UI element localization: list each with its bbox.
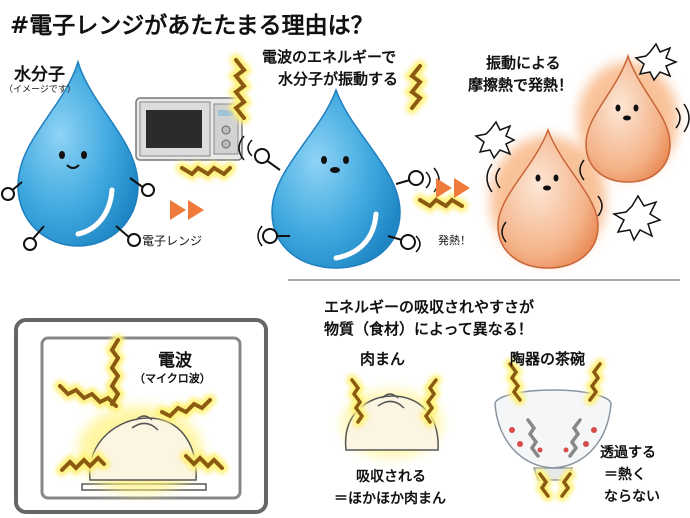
meat-bun-label: 肉まん <box>360 350 406 368</box>
microwave-waves <box>54 334 228 477</box>
ceramic-result1: 透過する <box>600 445 656 461</box>
arrow-icon <box>436 178 470 198</box>
vibration-caption-line2: 水分子が振動する <box>278 70 399 88</box>
meat-bun-illustration <box>342 390 442 458</box>
transmitted-waves <box>504 358 606 502</box>
meat-bun-result1: 吸収される <box>356 469 426 485</box>
image-note: （イメージです） <box>4 85 76 95</box>
page-title: #電子レンジがあたたまる理由は？ <box>10 13 374 39</box>
vibrating-water-molecule <box>238 87 440 269</box>
heated-water-molecules <box>486 53 690 269</box>
ceramic-result2: ＝熱く <box>604 467 646 483</box>
arrow-icon <box>170 200 204 220</box>
wave-subtitle: （マイクロ波） <box>134 372 211 385</box>
burst-icon <box>474 42 679 242</box>
absorption-line2: 物質（食材）によって異なる！ <box>324 320 533 338</box>
microwave-energy-waves <box>176 54 468 214</box>
microwave-oven <box>135 97 243 161</box>
vibration-caption-line1: 電波のエネルギーで <box>262 48 397 66</box>
water-molecule-drop <box>1 59 155 251</box>
oven-interior-panel <box>14 318 268 514</box>
heat-caption-line1: 振動による <box>486 54 561 72</box>
meat-bun-result2: ＝ほかほか肉まん <box>334 491 446 507</box>
absorbed-waves <box>346 374 442 428</box>
absorption-line1: エネルギーの吸収されやすさが <box>324 298 535 316</box>
water-molecule-label: 水分子 <box>14 65 65 85</box>
wave-title: 電波 <box>158 351 192 371</box>
ceramic-result3: ならない <box>604 489 660 505</box>
ceramic-bowl-label: 陶器の茶碗 <box>510 350 586 368</box>
microwave-label: 電子レンジ <box>142 234 203 248</box>
heat-small-label: 発熱！ <box>438 234 471 247</box>
heat-caption-line2: 摩擦熱で発熱！ <box>468 76 574 94</box>
